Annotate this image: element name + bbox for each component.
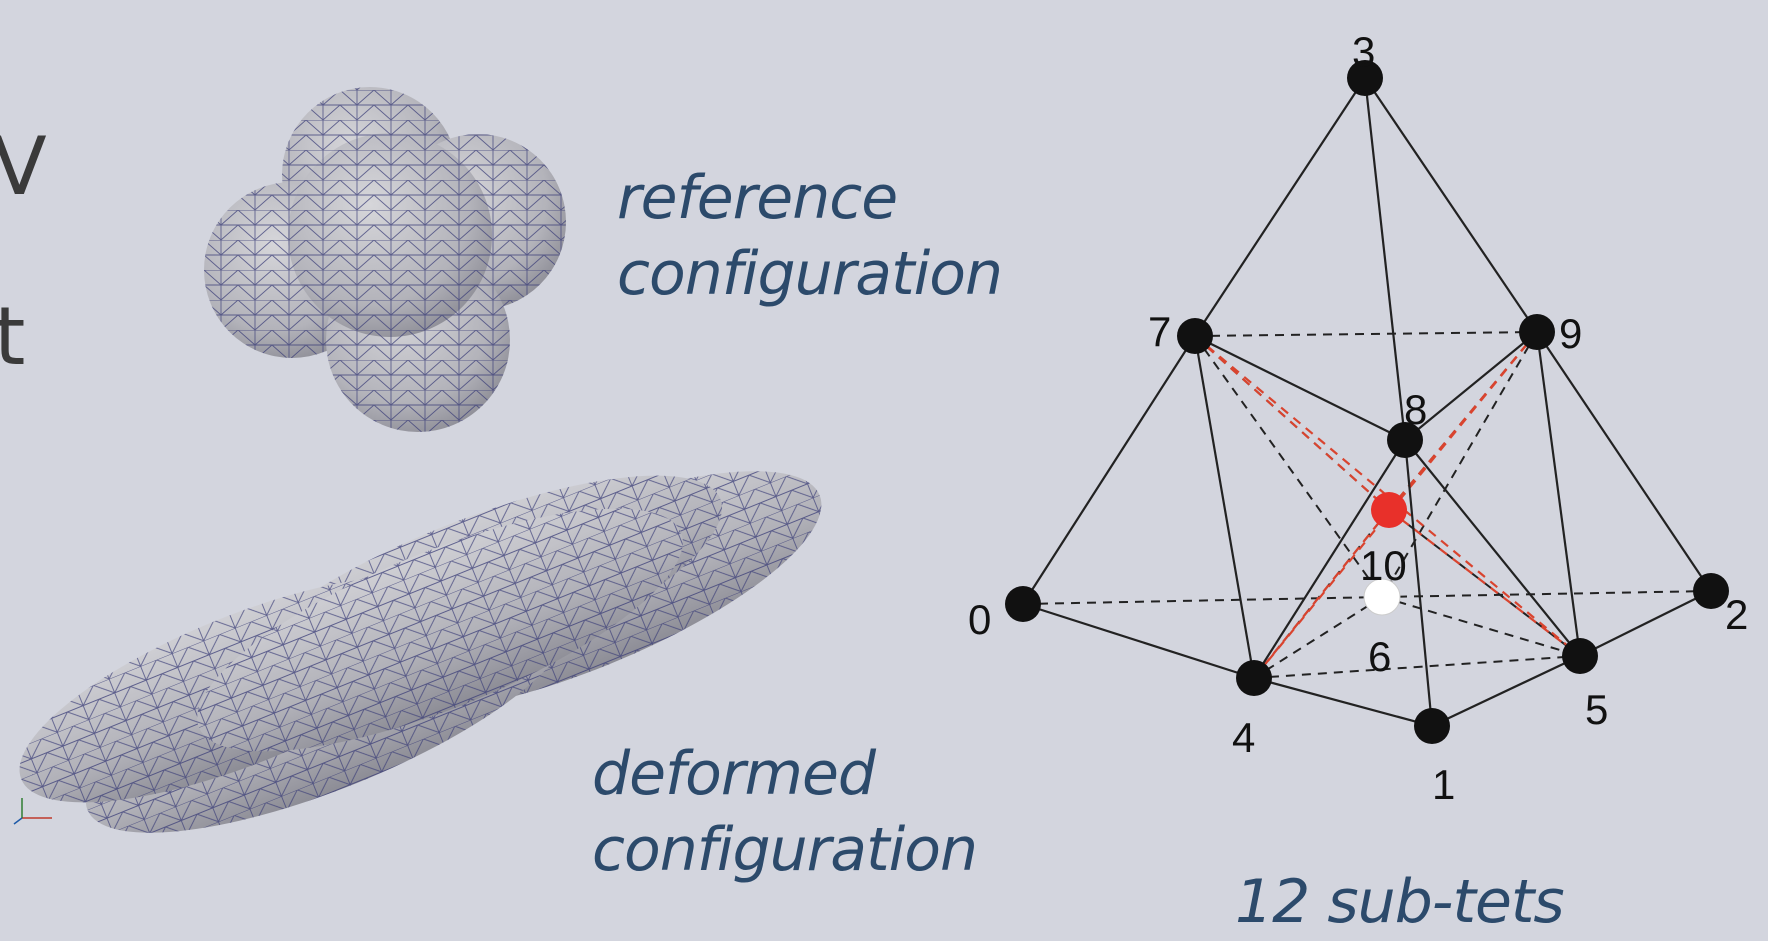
tet-node-label-8: 8 — [1404, 386, 1427, 433]
dashed-edge-6-2 — [1381, 590, 1712, 598]
solid-edge-7-4 — [1193, 335, 1256, 679]
tet-node-label-1: 1 — [1432, 761, 1455, 808]
tet-node-6 — [1363, 578, 1401, 616]
tet-node-label-6: 6 — [1368, 633, 1391, 680]
tet-node-label-0: 0 — [968, 596, 991, 643]
solid-edge-8-4 — [1253, 439, 1406, 679]
solid-edge-5-2 — [1579, 590, 1712, 657]
solid-edge-8-9 — [1404, 331, 1538, 441]
solid-edge-9-5 — [1535, 331, 1582, 657]
red-edge-7-10 — [1194, 335, 1390, 511]
tet-node-10 — [1371, 492, 1407, 528]
reference-caption: reference configuration — [617, 160, 1003, 312]
sphere-front — [288, 133, 492, 337]
tet-node-4 — [1236, 660, 1272, 696]
solid-edge-3-9 — [1364, 77, 1538, 333]
solid-edge-0-4 — [1022, 602, 1255, 680]
dashed-edge-0-6 — [1022, 596, 1383, 605]
tet-node-0 — [1005, 586, 1041, 622]
deformed-caption: deformed configuration — [592, 736, 978, 888]
ellipsoid-front — [197, 508, 683, 752]
tet-node-label-9: 9 — [1559, 310, 1582, 357]
deformed-caption-line2: configuration — [592, 815, 978, 885]
tet-node-9 — [1519, 314, 1555, 350]
solid-edge-8-1 — [1403, 439, 1434, 727]
tet-node-3 — [1347, 60, 1383, 96]
red-edge-9-4 — [1253, 331, 1538, 679]
tet-node-7 — [1177, 318, 1213, 354]
solid-edge-2-9 — [1536, 331, 1712, 592]
tet-node-label-5: 5 — [1585, 686, 1608, 733]
red-edge-10-5 — [1388, 509, 1581, 657]
dashed-edge-9-6 — [1381, 331, 1538, 598]
dashed-edge-6-4 — [1253, 596, 1383, 679]
reference-sphere-cluster — [204, 87, 566, 432]
tet-node-2 — [1693, 573, 1729, 609]
solid-edge-7-0 — [1022, 335, 1196, 605]
solid-edge-4-1 — [1253, 676, 1433, 728]
red-edge-7-5 — [1194, 335, 1581, 657]
dashed-edge-7-6 — [1194, 335, 1383, 598]
solid-edge-1-5 — [1431, 655, 1581, 727]
dashed-edge-4-5 — [1253, 655, 1581, 679]
cropped-text-t: t — [0, 290, 26, 383]
deformed-ellipsoid-cluster — [19, 471, 822, 833]
reference-caption-line1: reference — [617, 163, 898, 233]
tet-node-label-10: 10 — [1360, 542, 1407, 589]
red-edge-10-4 — [1253, 509, 1390, 679]
tet-node-label-7: 7 — [1148, 308, 1171, 355]
solid-edge-8-5 — [1404, 439, 1581, 657]
solid-edge-7-8 — [1194, 335, 1406, 441]
tet-node-label-4: 4 — [1232, 714, 1255, 761]
tet-node-1 — [1414, 708, 1450, 744]
reference-caption-line2: configuration — [617, 239, 1003, 309]
tet-node-label-2: 2 — [1725, 591, 1748, 638]
solid-edge-3-7 — [1194, 77, 1366, 337]
subtets-caption: 12 sub-tets — [1235, 867, 1565, 937]
axes-triad-icon — [13, 798, 52, 825]
tet-node-5 — [1562, 638, 1598, 674]
deformed-caption-line1: deformed — [592, 739, 876, 809]
tet-node-label-3: 3 — [1352, 28, 1375, 75]
cropped-text-v: V — [0, 120, 47, 213]
dashed-edge-6-5 — [1381, 596, 1581, 657]
tet-node-8 — [1387, 422, 1423, 458]
solid-edge-3-8 — [1363, 77, 1407, 441]
dashed-edge-7-9 — [1194, 331, 1538, 337]
